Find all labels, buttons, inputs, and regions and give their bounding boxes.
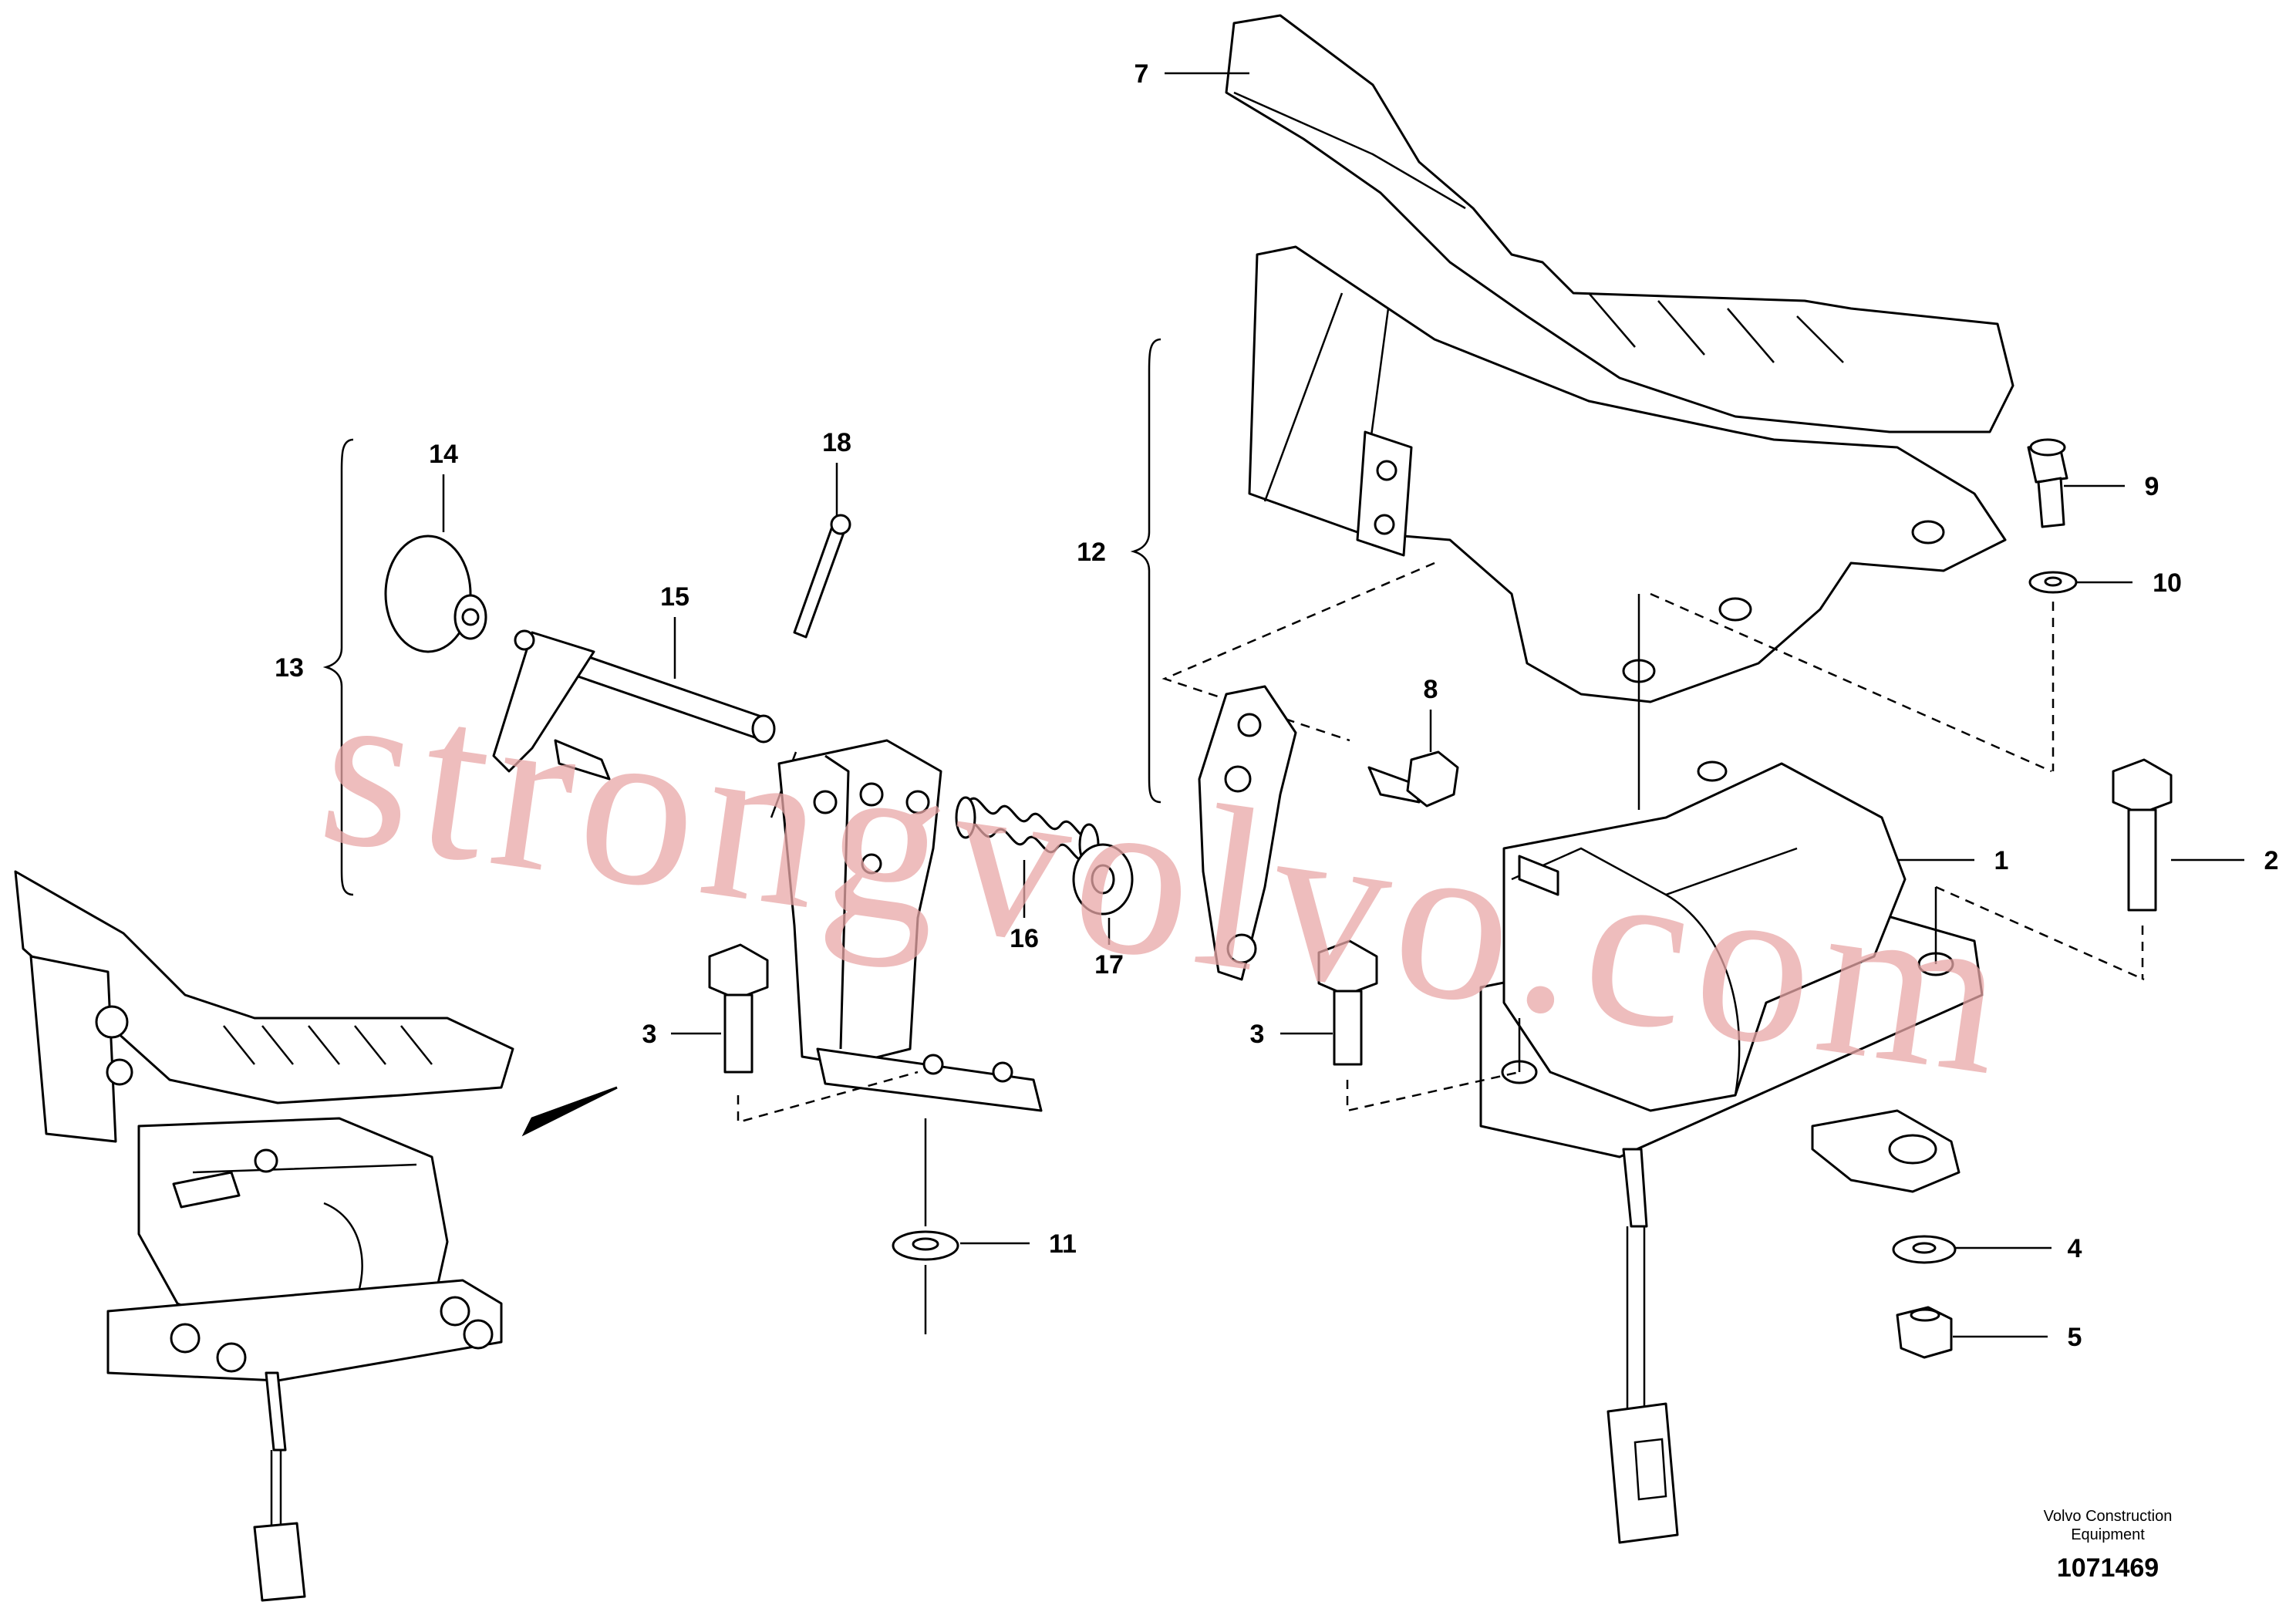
alignment-line-bracket bbox=[1161, 561, 1435, 742]
callout-11: 11 bbox=[1049, 1229, 1077, 1259]
footer-drawing-number: 1071469 bbox=[2057, 1553, 2159, 1583]
callout-7: 7 bbox=[1135, 59, 1149, 89]
sensor-lever bbox=[1811, 1109, 1961, 1193]
view-arrow bbox=[521, 1086, 618, 1137]
callout-17: 17 bbox=[1094, 950, 1124, 980]
rubber-stop-part-14 bbox=[384, 534, 487, 653]
bolt-part-2 bbox=[2112, 758, 2173, 980]
bolt-part-8 bbox=[1367, 750, 1459, 808]
alignment-line-sensor bbox=[1935, 885, 2145, 981]
callout-8: 8 bbox=[1424, 675, 1438, 704]
assembled-pedal-view bbox=[14, 870, 514, 1602]
nut-part-5 bbox=[1896, 1306, 1953, 1359]
shaft-part-15 bbox=[492, 629, 776, 781]
callout-15: 15 bbox=[660, 582, 689, 612]
drawing-footer: Volvo Construction Equipment 1071469 bbox=[2044, 1508, 2173, 1583]
callout-10: 10 bbox=[2153, 568, 2182, 598]
bolt-part-3-left bbox=[708, 943, 919, 1124]
footer-company-line1: Volvo Construction bbox=[2044, 1508, 2173, 1525]
callout-18: 18 bbox=[822, 428, 851, 457]
footer-company-line2: Equipment bbox=[2071, 1526, 2145, 1543]
pedal-bracket bbox=[777, 739, 1043, 1112]
callout-3-left: 3 bbox=[642, 1020, 657, 1049]
bolt-part-3-right bbox=[1317, 939, 1520, 1112]
callout-9: 9 bbox=[2145, 472, 2159, 501]
sensor-housing-part-1 bbox=[1479, 760, 1984, 1544]
callout-labels: 7 12 13 14 15 18 16 17 3 11 8 3 bbox=[275, 59, 2278, 1352]
washer-part-4 bbox=[1892, 1235, 1957, 1264]
callout-4: 4 bbox=[2068, 1234, 2082, 1263]
callout-14: 14 bbox=[429, 440, 458, 469]
callout-2: 2 bbox=[2264, 846, 2279, 875]
callout-5: 5 bbox=[2068, 1323, 2082, 1352]
washer-part-17 bbox=[1072, 843, 1134, 916]
washer-part-10 bbox=[2028, 571, 2078, 771]
callout-12: 12 bbox=[1077, 538, 1106, 567]
washer-part-11 bbox=[892, 1118, 959, 1334]
bolt-part-9 bbox=[2027, 438, 2068, 528]
callout-3-right: 3 bbox=[1250, 1020, 1265, 1049]
callout-13: 13 bbox=[275, 653, 304, 683]
watermark-text: strongvolvo.com bbox=[308, 634, 2028, 1125]
callout-1: 1 bbox=[1994, 846, 2009, 875]
pedal-plate-part-7 bbox=[1225, 14, 2014, 517]
alignment-line-right bbox=[1650, 592, 2052, 773]
pedal-bracket-part-12 bbox=[1248, 245, 2007, 703]
side-bracket bbox=[1198, 685, 1297, 981]
callout-16: 16 bbox=[1010, 924, 1039, 953]
